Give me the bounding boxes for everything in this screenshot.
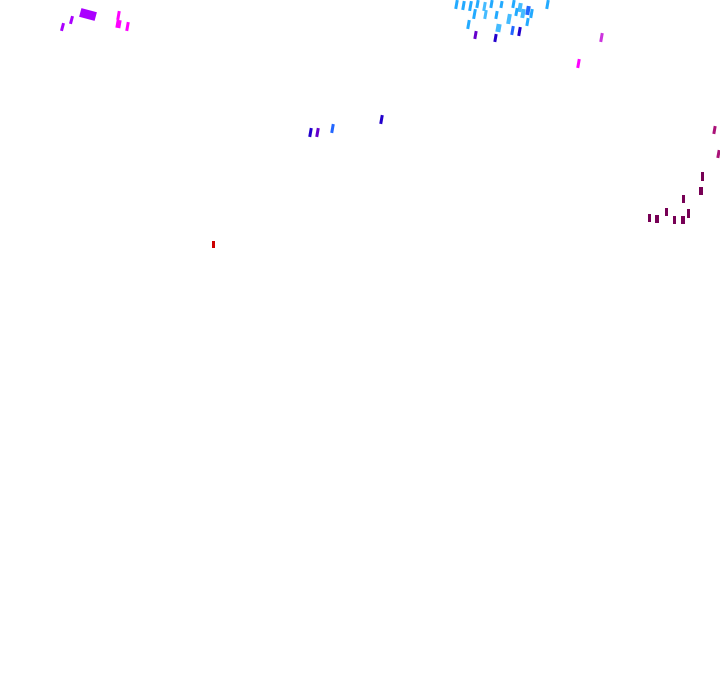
map-marker	[510, 25, 515, 36]
map-marker	[315, 127, 320, 138]
map-marker	[525, 17, 530, 27]
map-marker	[489, 0, 494, 9]
map-marker	[475, 0, 480, 9]
map-marker	[673, 216, 676, 224]
central-blue-cluster	[308, 114, 384, 138]
map-marker	[517, 26, 522, 37]
map-marker	[499, 0, 504, 9]
map-marker	[494, 10, 499, 20]
map-marker	[687, 209, 690, 218]
map-marker	[712, 125, 717, 135]
map-marker	[69, 15, 74, 25]
northwest-magenta-cluster	[115, 10, 130, 32]
map-marker	[511, 0, 516, 9]
map-marker	[212, 241, 215, 248]
map-marker	[529, 8, 534, 19]
map-marker	[520, 8, 526, 19]
map-marker	[79, 8, 97, 21]
map-marker	[682, 195, 685, 203]
map-marker	[701, 172, 704, 181]
map-marker	[665, 208, 668, 216]
east-maroon-cluster	[648, 125, 720, 224]
map-marker	[330, 123, 335, 134]
north-magenta-outliers	[576, 32, 604, 69]
map-marker	[576, 58, 581, 69]
map-marker	[116, 10, 121, 21]
map-marker	[125, 21, 130, 32]
map-marker	[517, 2, 523, 13]
map-marker	[506, 13, 512, 25]
map-marker	[472, 8, 477, 20]
map-marker	[379, 114, 384, 125]
map-marker	[115, 19, 122, 29]
map-marker	[681, 216, 685, 224]
map-marker	[525, 5, 531, 16]
map-marker	[493, 33, 498, 43]
map-marker	[454, 0, 459, 10]
northwest-violet-cluster	[60, 8, 97, 32]
map-marker	[60, 22, 65, 32]
map-marker	[514, 7, 519, 17]
map-marker	[599, 32, 604, 43]
map-marker	[655, 215, 659, 223]
map-marker	[468, 0, 473, 12]
map-marker	[482, 1, 487, 12]
map-marker	[545, 0, 550, 10]
west-red-outlier	[212, 241, 215, 248]
north-cyan-cluster	[454, 0, 550, 43]
map-marker	[308, 127, 313, 138]
map-marker	[466, 19, 471, 30]
map-marker	[483, 9, 488, 20]
map-marker	[699, 187, 703, 195]
map-marker	[461, 0, 466, 11]
map-marker	[495, 23, 502, 33]
map-marker	[473, 30, 478, 40]
map-marker	[648, 214, 651, 222]
map-marks	[60, 0, 720, 248]
